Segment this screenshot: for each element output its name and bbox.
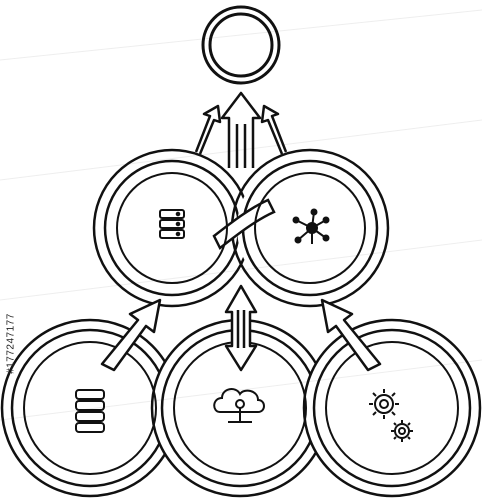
network-hub-icon [292,208,330,244]
middle-interlock-band [212,198,276,250]
up-arrows-to-top [194,91,288,168]
bottom-left-circle [0,318,180,498]
bottom-right-circle [302,318,482,498]
watermark-pattern [0,9,482,421]
top-goal-circle [201,5,281,85]
database-icon [75,389,105,433]
bottom-right-inner [325,341,459,475]
middle-right-inner [254,172,366,284]
up-arrow-right [320,298,382,372]
bottom-left-inner [23,341,157,475]
bidirectional-arrow [224,284,258,372]
stock-id-label: #177247177 [5,313,17,374]
middle-left-inner [116,172,228,284]
cloud-network-icon [213,388,265,423]
gears-icon [369,389,413,442]
database-icon [159,209,185,239]
up-arrow-left [100,298,162,372]
